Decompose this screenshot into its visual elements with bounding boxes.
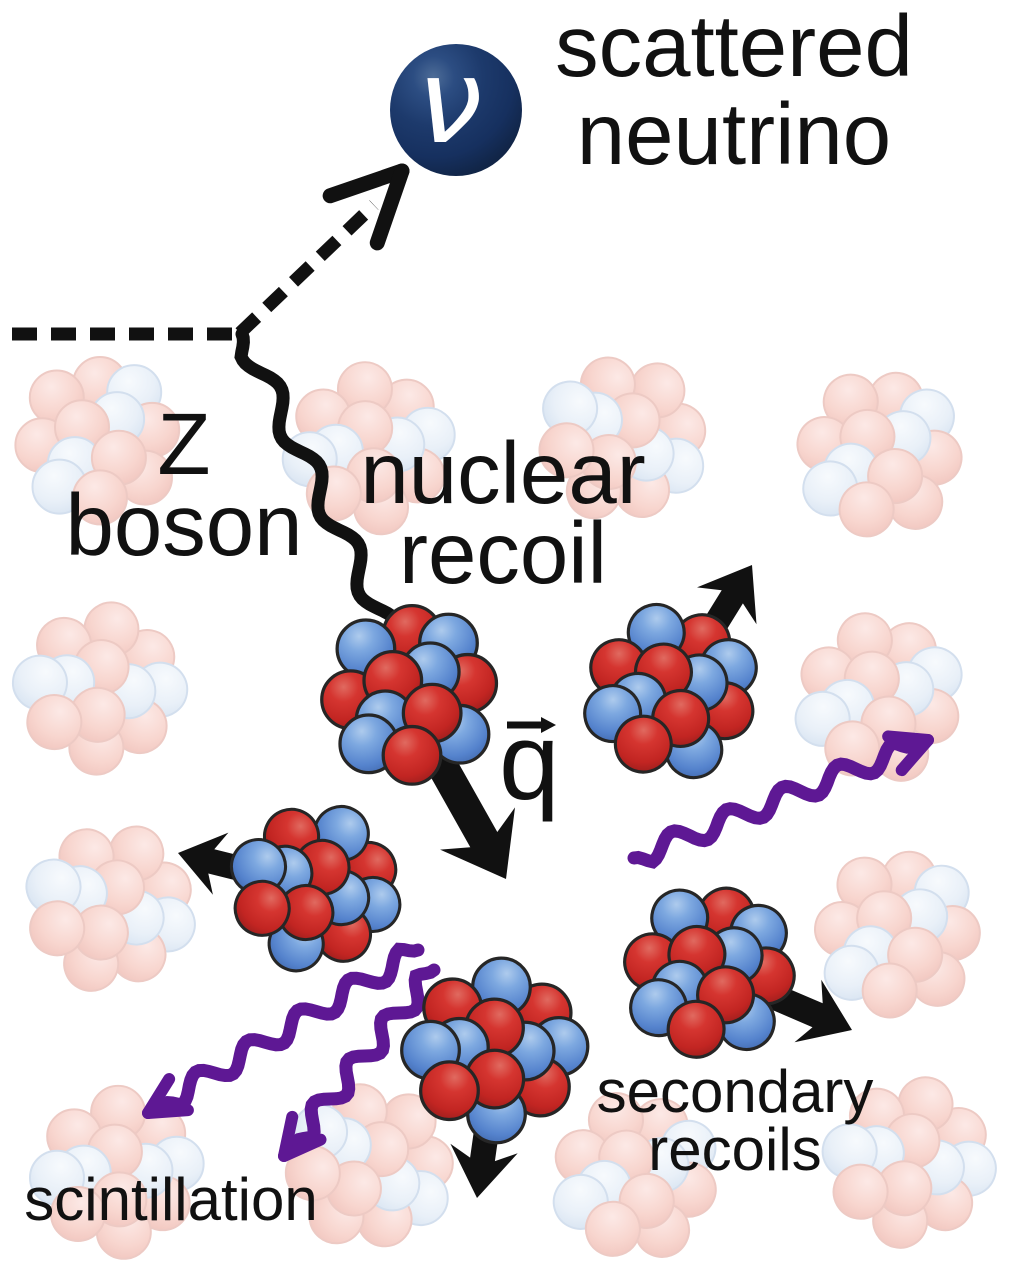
scintillation-photon-1-arrowhead bbox=[142, 1073, 194, 1119]
scattered-neutrino-arrowhead bbox=[322, 163, 410, 251]
z-boson-label-line1: Z bbox=[157, 396, 211, 493]
background-nucleus-7 bbox=[814, 850, 981, 1019]
z-boson-wavy-line bbox=[234, 327, 406, 655]
proton bbox=[666, 999, 726, 1059]
secondary-recoils-label: secondary recoils bbox=[596, 1058, 874, 1183]
proton bbox=[233, 879, 291, 937]
scattered-neutrino-arrowhead-barb-right bbox=[369, 163, 410, 251]
z-boson-label: Z boson bbox=[65, 396, 303, 574]
proton bbox=[381, 724, 443, 786]
z-boson-label-line2: boson bbox=[65, 477, 303, 574]
faded-proton bbox=[832, 1163, 889, 1220]
scintillation-label: scintillation bbox=[24, 1166, 318, 1233]
background-nucleus-2 bbox=[538, 356, 707, 520]
faded-proton bbox=[838, 481, 895, 538]
background-nuclei-layer bbox=[11, 356, 997, 1260]
proton bbox=[419, 1060, 480, 1122]
background-nucleus-11 bbox=[821, 1076, 997, 1249]
nuclear-recoil-label-line1: nuclear bbox=[360, 425, 646, 522]
scintillation-photon-2-wave bbox=[288, 963, 441, 1149]
scintillation-photon-3-wave bbox=[627, 735, 918, 869]
faded-proton bbox=[26, 694, 83, 751]
background-nucleus-6 bbox=[25, 825, 196, 992]
scintillation-photon-3-arrowhead bbox=[882, 730, 934, 777]
scattered-neutrino-line bbox=[235, 200, 379, 338]
nuclear-recoil-label: nuclear recoil bbox=[360, 425, 646, 602]
secondary-recoils-label-line1: secondary bbox=[596, 1058, 874, 1125]
nucleus-3 bbox=[623, 886, 796, 1059]
scintillation-photon-2-arrowhead bbox=[278, 1110, 327, 1162]
momentum-symbol: q bbox=[499, 701, 560, 823]
scintillation-photon-1-arrowhead-barb-right bbox=[142, 1073, 176, 1119]
scattered-neutrino-arrowhead-barb-left bbox=[322, 163, 410, 204]
faded-proton bbox=[861, 962, 918, 1019]
background-nucleus-8 bbox=[29, 1084, 205, 1260]
background-nucleus-10 bbox=[552, 1092, 717, 1258]
faded-proton bbox=[50, 1186, 106, 1242]
neutrino-symbol: ν bbox=[417, 33, 483, 170]
faded-proton bbox=[584, 1200, 641, 1257]
q-vector-arrow-icon bbox=[507, 717, 556, 733]
scattered-neutrino-label-line2: neutrino bbox=[576, 86, 892, 183]
scintillation-photon-2-arrowhead-barb-right bbox=[278, 1110, 299, 1162]
neutrino-layer bbox=[390, 44, 522, 176]
nucleus-0 bbox=[320, 603, 499, 786]
faded-proton bbox=[29, 900, 86, 957]
background-nucleus-3 bbox=[796, 371, 963, 538]
scintillation-label-text: scintillation bbox=[24, 1166, 318, 1233]
background-nucleus-4 bbox=[11, 601, 189, 776]
foreground-nuclei-layer bbox=[229, 602, 796, 1145]
secondary-recoils-label-line2: recoils bbox=[648, 1116, 822, 1183]
momentum-transfer-label: q bbox=[499, 708, 560, 817]
background-nucleus-0 bbox=[14, 356, 181, 526]
faded-proton bbox=[538, 422, 595, 479]
background-nucleus-9 bbox=[284, 1083, 454, 1248]
scattered-neutrino-label: scattered neutrino bbox=[555, 3, 913, 179]
nucleus-4 bbox=[400, 956, 590, 1145]
nuclear-recoil-label-line2: recoil bbox=[399, 505, 607, 602]
scintillation-photon-1-wave bbox=[156, 942, 425, 1112]
nucleus-2 bbox=[229, 805, 402, 973]
proton bbox=[613, 714, 673, 774]
nucleus-1 bbox=[583, 602, 758, 780]
scintillation-photon-3-arrowhead-barb-right bbox=[895, 734, 934, 777]
faded-proton bbox=[72, 469, 128, 526]
neutrino-ball bbox=[390, 44, 522, 176]
scattered-neutrino-label-line1: scattered bbox=[555, 0, 913, 95]
